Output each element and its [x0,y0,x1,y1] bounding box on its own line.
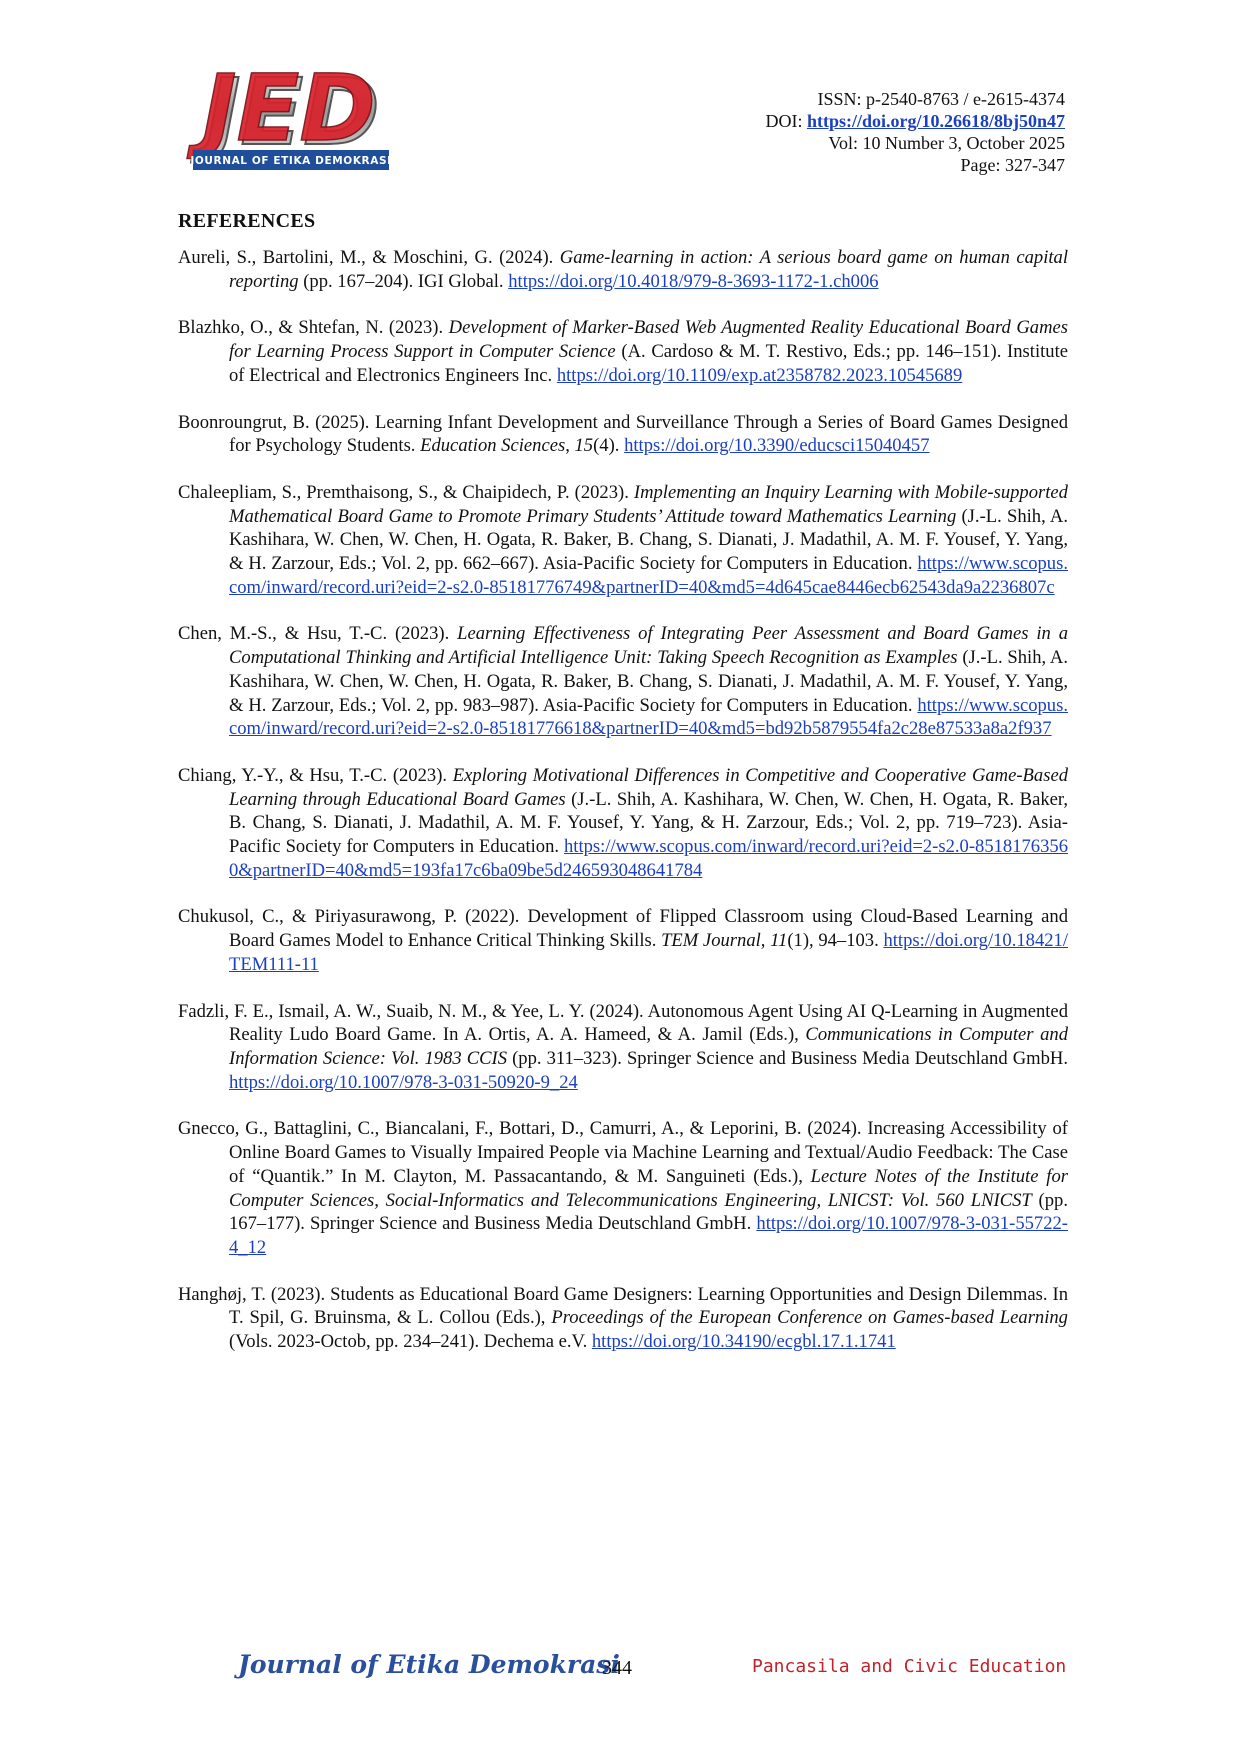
footer-subject: Pancasila and Civic Education [752,1656,1067,1677]
reference-details-text: (pp. 167–204). IGI Global. [298,270,509,292]
reference-volume-italic: 11 [770,930,788,952]
reference-entry: Aureli, S., Bartolini, M., & Moschini, G… [178,246,1068,293]
logo-banner [193,150,389,170]
reference-volume-italic: 15 [574,435,594,457]
journal-logo: JED JED JOURNAL OF ETIKA DEMOKRASI [185,54,395,178]
reference-authors-text: Boonroungrut, B. (2025). Learning Infant… [178,411,1068,457]
volume-line: Vol: 10 Number 3, October 2025 [828,133,1065,153]
reference-title-italic: TEM Journal [661,930,761,952]
logo-subtitle: JOURNAL OF ETIKA DEMOKRASI [189,155,391,167]
reference-title-italic: Lecture Notes of the Institute for Compu… [229,1165,1068,1211]
page-number: 344 [602,1657,632,1679]
doi-line: DOI: https://doi.org/10.26618/8bj50n47 [765,110,1065,132]
reference-title-italic: Game-learning in action: A serious board… [229,247,1068,292]
reference-authors-text: Aureli, S., Bartolini, M., & Moschini, G… [178,247,560,268]
reference-details-text: (J.-L. Shih, A. Kashihara, W. Chen, W. C… [229,505,1068,575]
reference-authors-text: Chiang, Y.-Y., & Hsu, T.-C. (2023). [178,764,453,786]
logo-text: JED [186,58,375,162]
reference-authors-text: Fadzli, F. E., Ismail, A. W., Suaib, N. … [178,1000,1068,1046]
reference-title-italic: Implementing an Inquiry Learning with Mo… [229,481,1068,527]
reference-title-italic: Education Sciences [420,435,566,457]
logo-text-shadow: JED [190,59,379,166]
reference-authors-text: Hanghøj, T. (2023). Students as Educatio… [178,1283,1068,1329]
reference-entry: Gnecco, G., Battaglini, C., Biancalani, … [178,1117,1068,1259]
reference-title-italic: Learning Effectiveness of Integrating Pe… [229,623,1068,669]
header-meta: ISSN: p-2540-8763 / e-2615-4374 DOI: htt… [765,88,1065,176]
reference-link[interactable]: https://doi.org/10.1007/978-3-031-55722-… [229,1213,1068,1258]
reference-authors-text: Chukusol, C., & Piriyasurawong, P. (2022… [178,906,1068,952]
reference-details-text: (J.-L. Shih, A. Kashihara, W. Chen, W. C… [229,788,1068,858]
reference-authors-text: Gnecco, G., Battaglini, C., Biancalani, … [178,1118,1068,1187]
reference-entry: Blazhko, O., & Shtefan, N. (2023). Devel… [178,316,1068,387]
reference-title-italic: Proceedings of the European Conference o… [551,1307,1068,1329]
reference-title-italic: Exploring Motivational Differences in Co… [229,764,1068,810]
reference-issue-text: (1), 94–103. [787,930,884,952]
footer-journal-name: Journal of Etika Demokrasi [238,1650,620,1679]
reference-issue-text: (4). [593,435,625,457]
reference-entry: Chen, M.-S., & Hsu, T.-C. (2023). Learni… [178,622,1068,741]
doi-label: DOI: [765,111,803,131]
reference-entry: Boonroungrut, B. (2025). Learning Infant… [178,411,1068,458]
reference-title-italic: Communications in Computer and Informati… [229,1024,1069,1069]
reference-entry: Fadzli, F. E., Ismail, A. W., Suaib, N. … [178,1000,1068,1095]
reference-link[interactable]: https://www.scopus.com/inward/record.uri… [229,694,1068,740]
reference-authors-text: Blazhko, O., & Shtefan, N. (2023). [178,317,449,339]
reference-link[interactable]: https://doi.org/10.3390/educsci15040457 [624,435,930,457]
reference-link[interactable]: https://doi.org/10.34190/ecgbl.17.1.1741 [591,1331,896,1353]
reference-details-text: (A. Cardoso & M. T. Restivo, Eds.; pp. 1… [229,341,1068,386]
reference-link[interactable]: https://www.scopus.com/inward/record.uri… [229,553,1068,598]
section-title: REFERENCES [178,210,316,232]
reference-details-text: (Vols. 2023-Octob, pp. 234–241). Dechema… [229,1331,592,1353]
reference-link[interactable]: https://www.scopus.com/inward/record.uri… [229,836,1068,881]
reference-authors-text: Chaleepliam, S., Premthaisong, S., & Cha… [178,481,634,503]
reference-entry: Chukusol, C., & Piriyasurawong, P. (2022… [178,905,1068,976]
issn-line: ISSN: p-2540-8763 / e-2615-4374 [817,89,1065,109]
reference-entry: Hanghøj, T. (2023). Students as Educatio… [178,1283,1068,1354]
reference-details-text: , [565,435,575,457]
reference-link[interactable]: https://doi.org/10.18421/TEM111-11 [229,930,1069,975]
reference-title-italic: Development of Marker-Based Web Augmente… [229,317,1068,363]
reference-entry: Chaleepliam, S., Premthaisong, S., & Cha… [178,481,1068,600]
reference-details-text: (J.-L. Shih, A. Kashihara, W. Chen, W. C… [229,647,1068,716]
reference-entry: Chiang, Y.-Y., & Hsu, T.-C. (2023). Expl… [178,764,1068,883]
reference-authors-text: Chen, M.-S., & Hsu, T.-C. (2023). [178,623,458,645]
reference-details-text: , [760,930,771,952]
reference-details-text: (pp. 311–323). Springer Science and Busi… [507,1047,1068,1069]
reference-list: Aureli, S., Bartolini, M., & Moschini, G… [178,246,1068,1377]
reference-link[interactable]: https://doi.org/10.1109/exp.at2358782.20… [556,364,963,386]
reference-details-text: (pp. 167–177). Springer Science and Busi… [229,1189,1068,1235]
pages-line: Page: 327-347 [960,155,1065,175]
reference-link[interactable]: https://doi.org/10.1007/978-3-031-50920-… [229,1071,578,1093]
doi-link[interactable]: https://doi.org/10.26618/8bj50n47 [806,111,1065,131]
reference-link[interactable]: https://doi.org/10.4018/979-8-3693-1172-… [508,270,879,292]
